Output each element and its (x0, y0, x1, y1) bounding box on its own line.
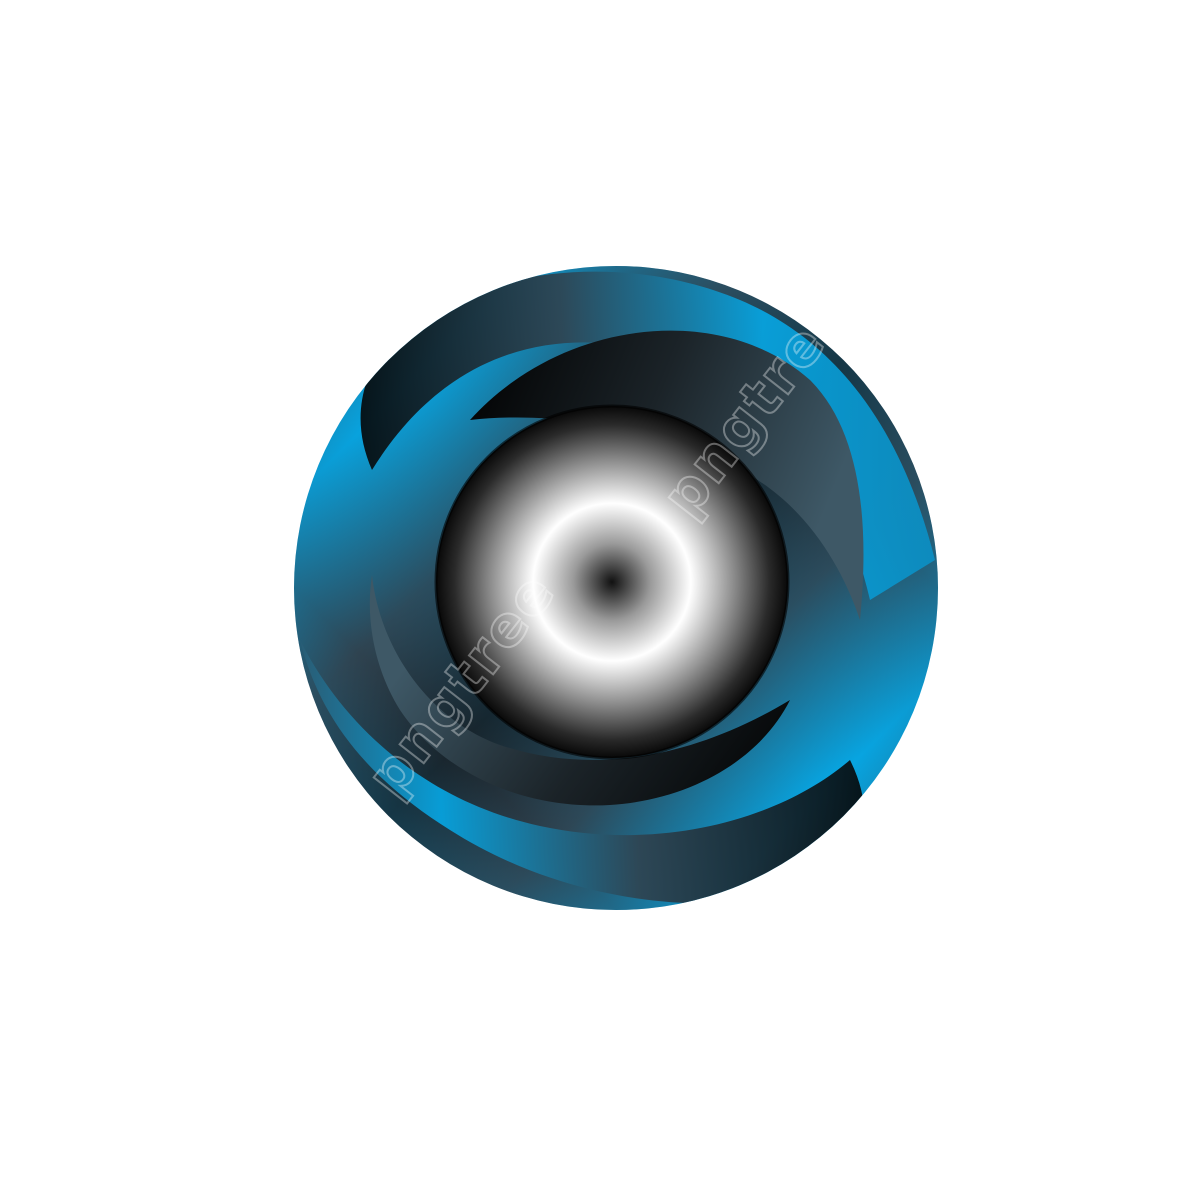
bottom-crescent (369, 575, 790, 806)
upper-swoosh-band (360, 271, 935, 600)
top-crescent (470, 330, 864, 620)
lower-swoosh-band (300, 640, 865, 904)
silver-core (434, 404, 790, 760)
